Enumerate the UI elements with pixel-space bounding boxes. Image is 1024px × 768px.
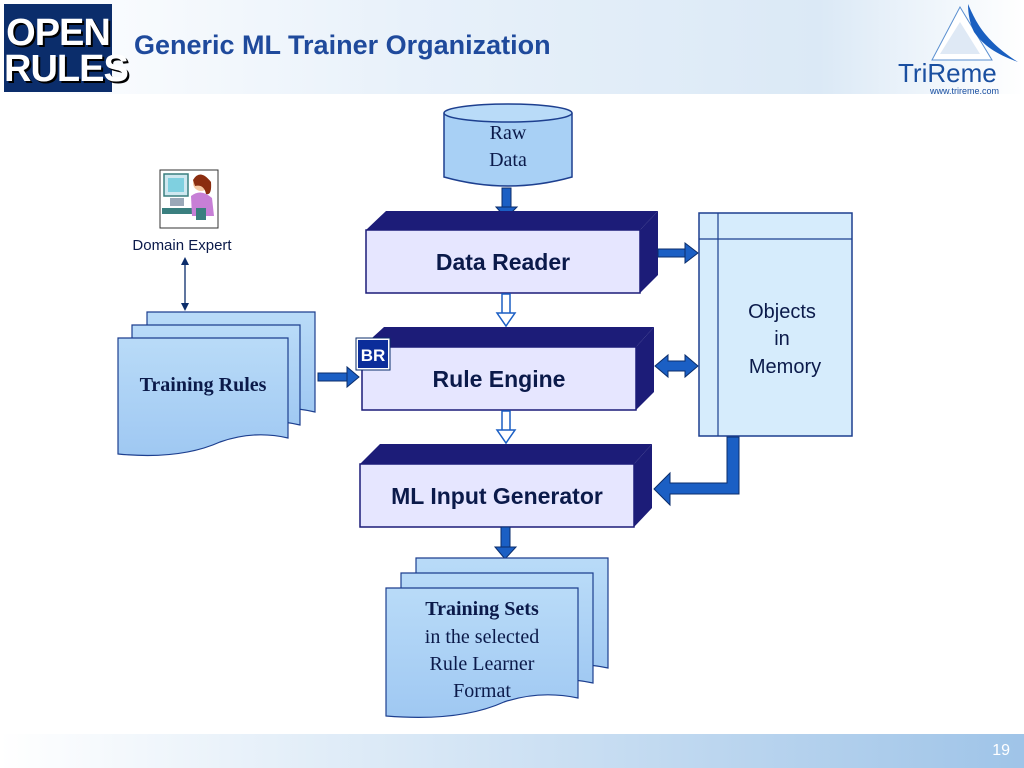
rule-engine-box: Rule Engine <box>361 327 654 411</box>
header-band <box>0 0 1024 94</box>
arrow-reader-to-engine <box>495 293 517 328</box>
openrules-logo: OPEN RULES <box>4 4 129 92</box>
data-reader-label: Data Reader <box>436 249 570 275</box>
rule-engine-label: Rule Engine <box>433 366 566 392</box>
training-sets-documents: Training Sets in the selected Rule Learn… <box>385 557 609 718</box>
training-sets-label-line4: Format <box>453 680 511 702</box>
memory-label-line1: Objects <box>748 301 816 323</box>
arrow-expert-to-rules <box>181 257 189 311</box>
arrow-generator-to-sets <box>493 526 518 560</box>
training-sets-label-line2: in the selected <box>425 626 539 648</box>
training-rules-label: Training Rules <box>140 374 267 396</box>
arrow-engine-memory-bidirectional <box>654 353 699 379</box>
data-reader-box: Data Reader <box>365 211 658 294</box>
domain-expert-label: Domain Expert <box>132 237 232 254</box>
raw-data-label-line2: Data <box>489 149 527 171</box>
arrow-rules-to-engine <box>317 365 360 389</box>
arrow-engine-to-generator <box>495 410 517 445</box>
arrow-reader-to-memory <box>657 241 699 265</box>
logo-line-rules: RULES <box>4 48 129 90</box>
page-number: 19 <box>992 742 1010 759</box>
ml-input-generator-label: ML Input Generator <box>391 483 603 509</box>
training-sets-label-line1: Training Sets <box>425 598 539 620</box>
trireme-logo-text: TriReme <box>898 58 997 88</box>
objects-in-memory-panel: Objects in Memory <box>698 212 853 437</box>
trireme-url: www.trireme.com <box>930 86 1000 96</box>
training-rules-documents: Training Rules <box>117 311 316 457</box>
footer-band <box>0 734 1024 768</box>
logo-line-open: OPEN <box>6 12 111 54</box>
trireme-bird-icon <box>931 4 1018 62</box>
memory-label-line3: Memory <box>749 356 821 378</box>
page-title: Generic ML Trainer Organization <box>134 30 551 60</box>
raw-data-cylinder: Raw Data <box>443 103 573 187</box>
ml-input-generator-box: ML Input Generator <box>359 444 652 528</box>
memory-label-line2: in <box>774 328 790 350</box>
arrow-memory-to-generator <box>653 436 740 507</box>
domain-expert-icon <box>159 169 219 229</box>
raw-data-label-line1: Raw <box>490 122 527 144</box>
br-badge-label: BR <box>361 346 386 365</box>
br-badge: BR <box>355 337 391 371</box>
training-sets-label-line3: Rule Learner <box>430 653 535 675</box>
